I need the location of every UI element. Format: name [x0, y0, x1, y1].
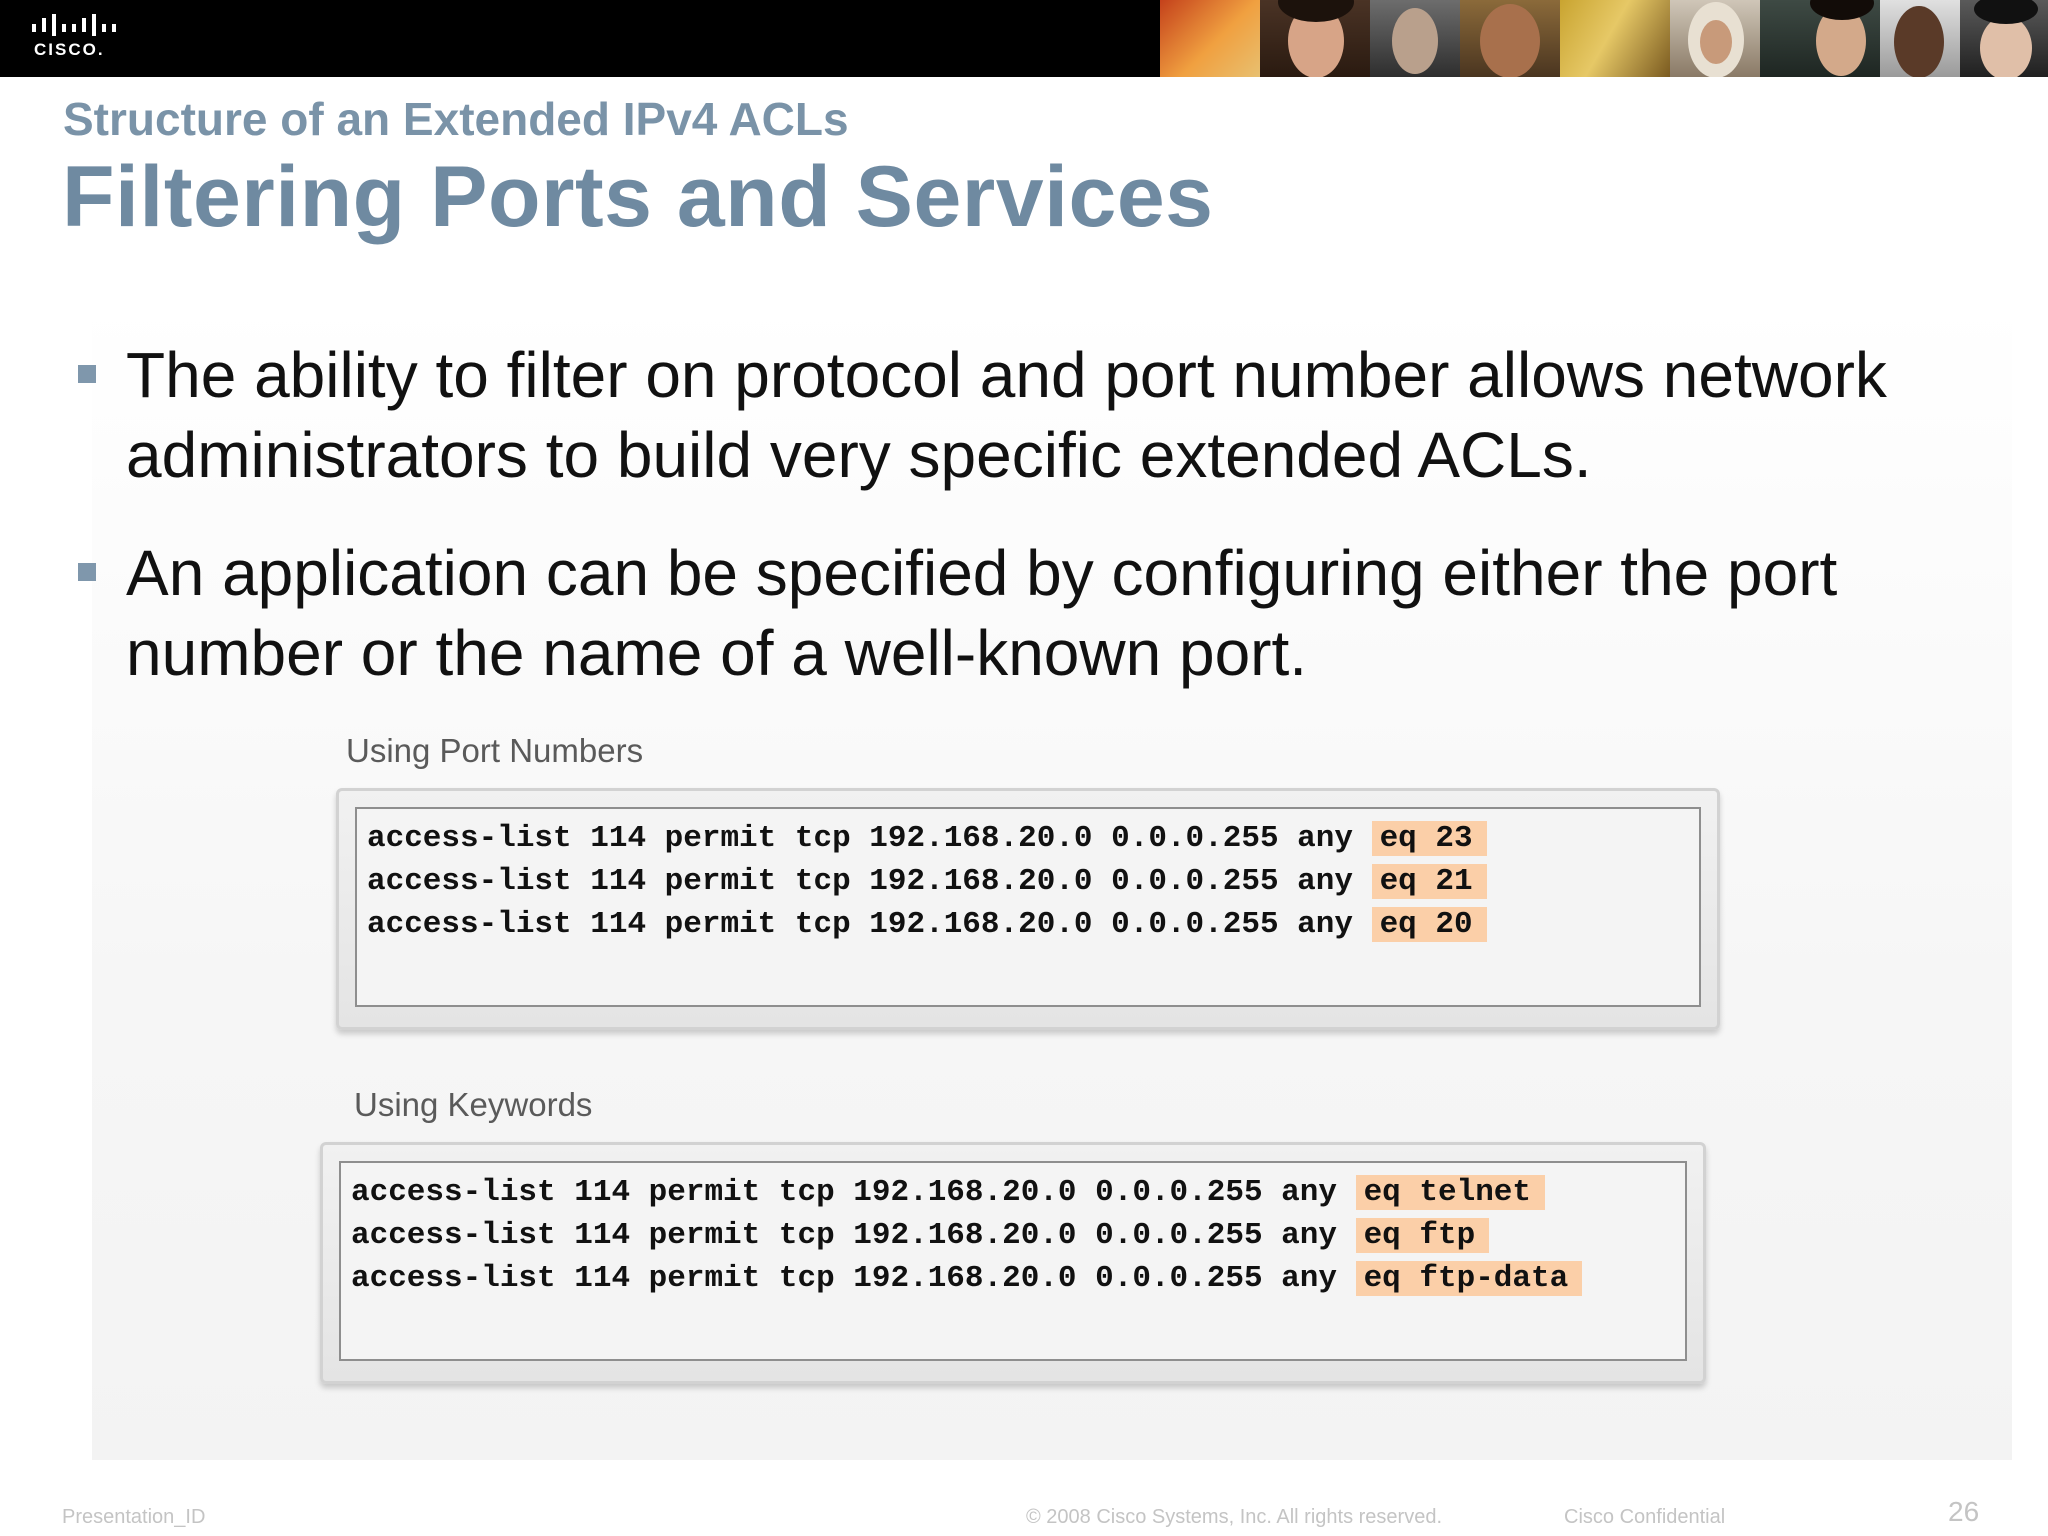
- port-numbers-label: Using Port Numbers: [346, 732, 644, 769]
- code-command: access-list 114 permit tcp 192.168.20.0 …: [351, 1218, 1356, 1253]
- photo-man-glasses-icon: [1370, 0, 1460, 77]
- code-highlight: eq 20: [1371, 907, 1487, 942]
- cisco-wordmark: CISCO.: [34, 40, 105, 59]
- header-bar: CISCO.: [0, 0, 2048, 77]
- code-command: access-list 114 permit tcp 192.168.20.0 …: [351, 1175, 1356, 1210]
- keywords-label: Using Keywords: [354, 1086, 593, 1123]
- slide-subtitle: Structure of an Extended IPv4 ACLs: [63, 93, 849, 145]
- bullet-item: The ability to filter on protocol and po…: [74, 335, 2014, 495]
- footer-copyright: © 2008 Cisco Systems, Inc. All rights re…: [1026, 1506, 1443, 1528]
- code-line: access-list 114 permit tcp 192.168.20.0 …: [367, 860, 1689, 903]
- photo-woman-chalkboard-icon: [1760, 0, 1880, 77]
- code-line: access-list 114 permit tcp 192.168.20.0 …: [351, 1257, 1675, 1300]
- bullet-text: An application can be specified by confi…: [126, 537, 1838, 689]
- port-numbers-panel: access-list 114 permit tcp 192.168.20.0 …: [336, 788, 1720, 1030]
- code-highlight: eq ftp: [1355, 1218, 1490, 1253]
- code-highlight: eq 21: [1371, 864, 1487, 899]
- cisco-logo: CISCO.: [30, 14, 120, 64]
- photo-woman-icon: [1260, 0, 1370, 77]
- bullet-item: An application can be specified by confi…: [74, 533, 2014, 693]
- photo-woman-headscarf-icon: [1670, 0, 1760, 77]
- page-number: 26: [1948, 1496, 1980, 1527]
- photo-collage-yellow-icon: [1560, 0, 1670, 77]
- code-line: access-list 114 permit tcp 192.168.20.0 …: [367, 903, 1689, 946]
- code-highlight: eq telnet: [1355, 1175, 1546, 1210]
- keywords-code-box: access-list 114 permit tcp 192.168.20.0 …: [339, 1161, 1687, 1361]
- cisco-logo-bars-icon: [32, 14, 116, 36]
- code-line: access-list 114 permit tcp 192.168.20.0 …: [351, 1171, 1675, 1214]
- header-photo-strip: [1160, 0, 2048, 77]
- port-numbers-code-box: access-list 114 permit tcp 192.168.20.0 …: [355, 807, 1701, 1007]
- code-command: access-list 114 permit tcp 192.168.20.0 …: [367, 864, 1372, 899]
- square-bullet-icon: [78, 563, 96, 581]
- footer-presentation-id: Presentation_ID: [62, 1506, 206, 1528]
- slide-title: Filtering Ports and Services: [62, 149, 1214, 245]
- code-highlight: eq ftp-data: [1355, 1261, 1583, 1296]
- keywords-panel: access-list 114 permit tcp 192.168.20.0 …: [320, 1142, 1706, 1384]
- code-command: access-list 114 permit tcp 192.168.20.0 …: [367, 907, 1372, 942]
- footer-confidential: Cisco Confidential: [1564, 1506, 1726, 1528]
- code-command: access-list 114 permit tcp 192.168.20.0 …: [351, 1261, 1356, 1296]
- photo-man-smiling-icon: [1460, 0, 1560, 77]
- code-command: access-list 114 permit tcp 192.168.20.0 …: [367, 821, 1372, 856]
- bullet-list: The ability to filter on protocol and po…: [74, 335, 2014, 731]
- photo-man-cap-icon: [1960, 0, 2048, 77]
- code-line: access-list 114 permit tcp 192.168.20.0 …: [367, 817, 1689, 860]
- square-bullet-icon: [78, 365, 96, 383]
- photo-man-dark-icon: [1880, 0, 1960, 77]
- code-highlight: eq 23: [1371, 821, 1487, 856]
- bullet-text: The ability to filter on protocol and po…: [126, 339, 1887, 491]
- code-line: access-list 114 permit tcp 192.168.20.0 …: [351, 1214, 1675, 1257]
- photo-orange-abstract-icon: [1160, 0, 1260, 77]
